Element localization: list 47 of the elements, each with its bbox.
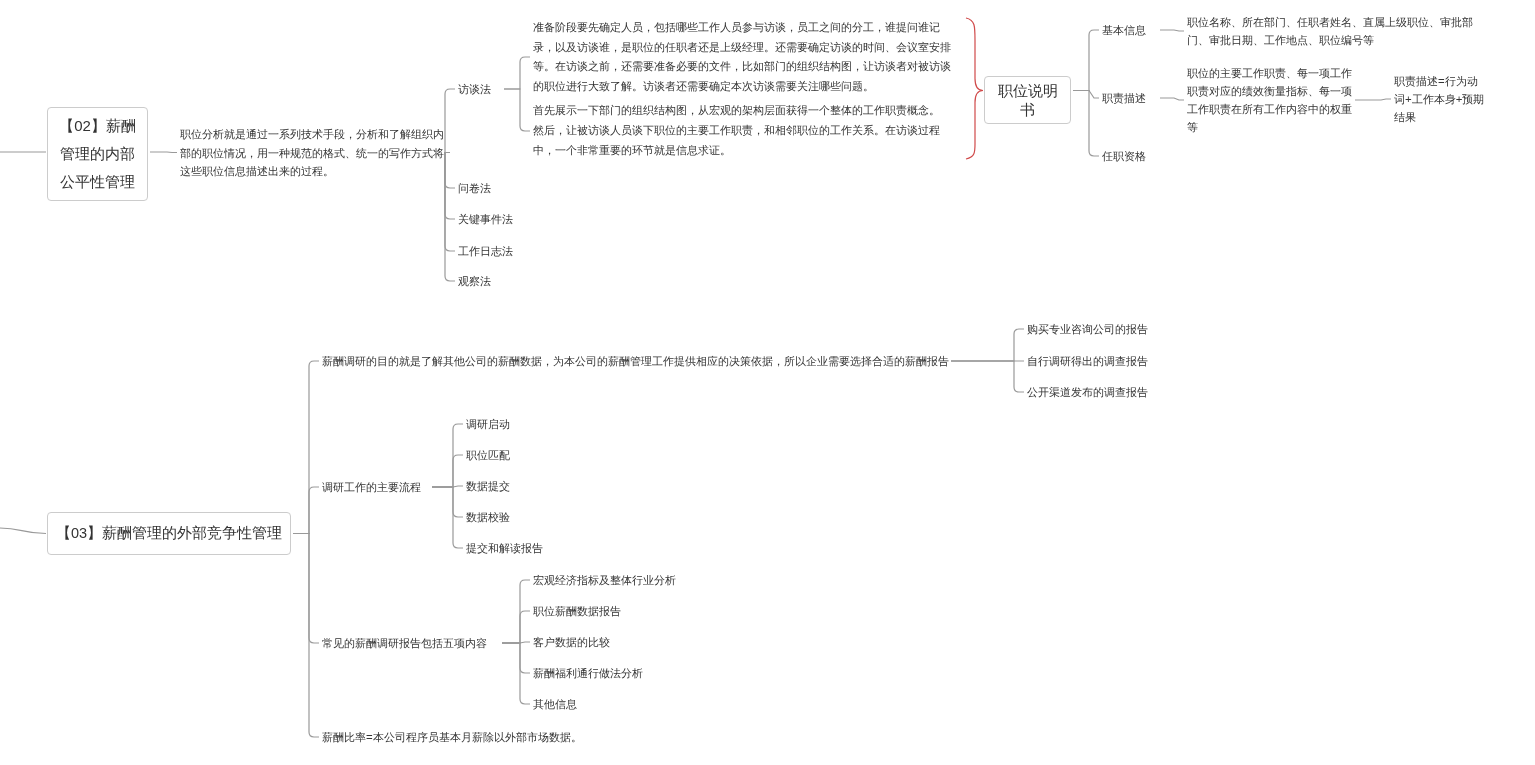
branch-text: 薪酬福利通行做法分析 bbox=[533, 664, 663, 682]
topic-box: 【02】薪酬管理的内部公平性管理 bbox=[47, 107, 148, 201]
branch-text: 数据提交 bbox=[466, 477, 526, 495]
branch-text: 职位的主要工作职责、每一项工作职责对应的绩效衡量指标、每一项工作职责在所有工作内容中的权重等 bbox=[1187, 64, 1353, 136]
connector-line bbox=[431, 486, 464, 549]
branch-text: 调研启动 bbox=[466, 415, 526, 433]
branch-text: 工作日志法 bbox=[458, 242, 518, 260]
connector-line bbox=[1354, 98, 1392, 101]
connector-line bbox=[950, 360, 1025, 393]
branch-text: 职位薪酬数据报告 bbox=[533, 602, 643, 620]
branch-text: 关键事件法 bbox=[458, 210, 518, 228]
branch-text: 薪酬比率=本公司程序员基本月薪除以外部市场数据。 bbox=[322, 728, 622, 746]
connector-line bbox=[1072, 89, 1100, 157]
branch-text: 职位名称、所在部门、任职者姓名、直属上级职位、审批部门、审批日期、工作地点、职位编号等 bbox=[1187, 13, 1492, 49]
branch-text: 基本信息 bbox=[1102, 21, 1158, 39]
branch-text: 其他信息 bbox=[533, 695, 593, 713]
topic-box: 【03】薪酬管理的外部竞争性管理 bbox=[47, 512, 291, 555]
connector-line bbox=[0, 527, 47, 535]
branch-text: 客户数据的比较 bbox=[533, 633, 633, 651]
branch-text: 公开渠道发布的调查报告 bbox=[1027, 383, 1162, 401]
connector-line bbox=[501, 642, 531, 705]
branch-text: 准备阶段要先确定人员，包括哪些工作人员参与访谈，员工之间的分工，谁提问谁记录，以及访谈谁，是职位的任职者还是上级经理。还需要确定访谈的时间、会议室安排等。在访谈之前，还需要准备必要的文件，比如部门的组织结构图，让访谈者对被访谈的职位进行大致了解。访谈者还需要确定本次访谈需要关注哪些问题。 bbox=[533, 18, 953, 96]
branch-text: 调研工作的主要流程 bbox=[322, 478, 430, 496]
branch-text: 职责描述=行为动词+工作本身+预期结果 bbox=[1394, 72, 1486, 126]
branch-text: 观察法 bbox=[458, 272, 502, 290]
topic-box: 职位说明书 bbox=[984, 76, 1071, 124]
branch-text: 提交和解读报告 bbox=[466, 539, 556, 557]
branch-text: 问卷法 bbox=[458, 179, 502, 197]
connector-line bbox=[149, 151, 178, 154]
branch-text: 自行调研得出的调查报告 bbox=[1027, 352, 1162, 370]
branch-text: 薪酬调研的目的就是了解其他公司的薪酬数据，为本公司的薪酬管理工作提供相应的决策依据，所以企业需要选择合适的薪酬报告 bbox=[322, 352, 949, 370]
brace-connector bbox=[965, 17, 984, 92]
branch-text: 职位分析就是通过一系列技术手段，分析和了解组织内部的职位情况，用一种规范的格式、统一的写作方式将这些职位信息描述出来的过程。 bbox=[180, 125, 448, 181]
connector-line bbox=[0, 151, 47, 153]
branch-text: 数据校验 bbox=[466, 508, 526, 526]
branch-text: 访谈法 bbox=[458, 80, 502, 98]
branch-text: 宏观经济指标及整体行业分析 bbox=[533, 571, 693, 589]
branch-text: 购买专业咨询公司的报告 bbox=[1027, 320, 1162, 338]
connector-line bbox=[1159, 97, 1185, 101]
branch-text: 任职资格 bbox=[1102, 147, 1158, 165]
branch-text: 职责描述 bbox=[1102, 89, 1158, 107]
connector-line bbox=[292, 532, 320, 738]
connector-line bbox=[1159, 29, 1185, 32]
branch-text: 首先展示一下部门的组织结构图，从宏观的架构层面获得一个整体的工作职责概念。然后，让被访谈人员谈下职位的主要工作职责，和相邻职位的工作关系。在访谈过程中，一个非常重要的环节就是信息求证。 bbox=[533, 100, 943, 160]
brace-connector bbox=[965, 89, 984, 160]
branch-text: 职位匹配 bbox=[466, 446, 526, 464]
branch-text: 常见的薪酬调研报告包括五项内容 bbox=[322, 634, 500, 652]
